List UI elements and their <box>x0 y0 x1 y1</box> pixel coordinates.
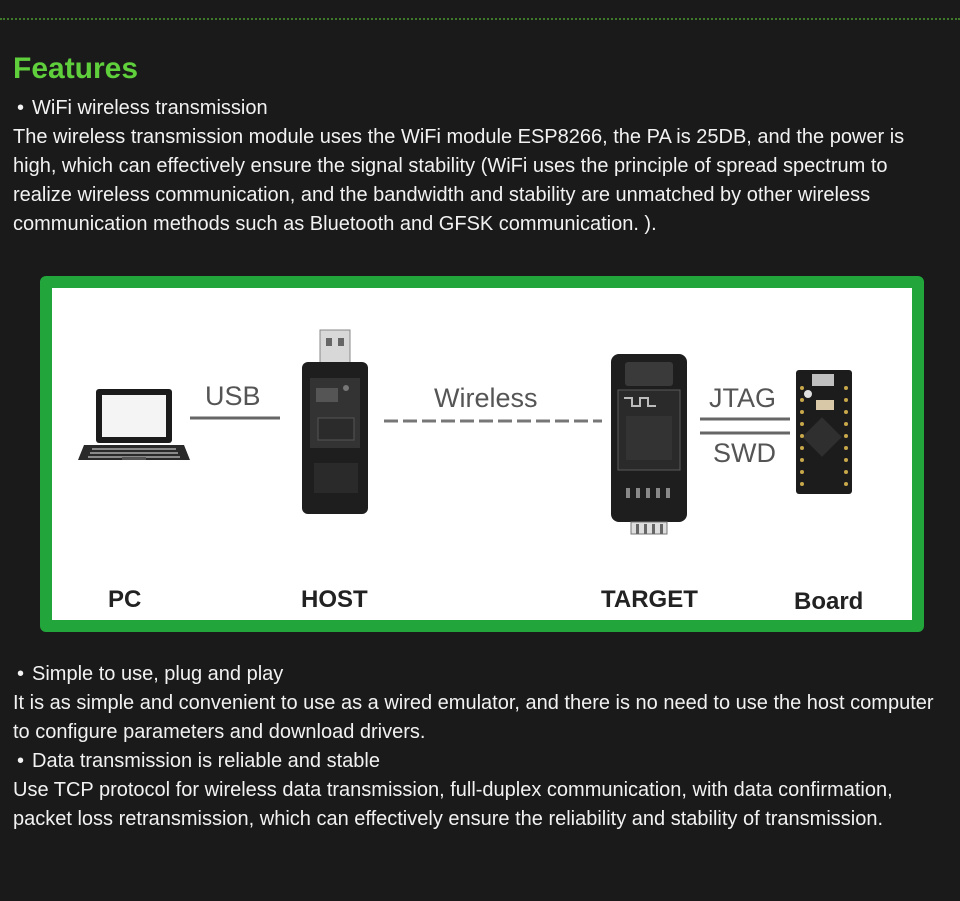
feature-3-text: Use TCP protocol for wireless data trans… <box>13 779 893 830</box>
usb-dongle-icon <box>302 329 368 514</box>
dev-board-icon <box>796 370 852 494</box>
feature-2-bullet: • Simple to use, plug and play <box>13 660 952 689</box>
feature-3-title: Data transmission is reliable and stable <box>32 750 380 772</box>
host-label: HOST <box>301 586 368 613</box>
jtag-link-label: JTAG <box>709 383 776 413</box>
laptop-icon <box>78 389 190 460</box>
wireless-link-label: Wireless <box>434 383 538 413</box>
pc-label: PC <box>108 586 142 613</box>
feature-1-title: WiFi wireless transmission <box>32 97 268 119</box>
feature-2-text: It is as simple and convenient to use as… <box>13 692 934 743</box>
feature-3-bullet: • Data transmission is reliable and stabl… <box>13 747 952 776</box>
feature-1-bullet: • WiFi wireless transmission <box>13 94 952 123</box>
target-module-icon <box>611 354 687 535</box>
bullet-dot: • <box>17 663 25 685</box>
feature-1-text: The wireless transmission module uses th… <box>13 126 905 235</box>
target-label: TARGET <box>601 586 698 613</box>
feature-2-title: Simple to use, plug and play <box>32 663 284 685</box>
usb-link-label: USB <box>205 381 261 411</box>
top-divider <box>0 18 960 20</box>
connection-diagram: USB Wireless JTAG SWD PC HOST TARGET Boa… <box>40 276 924 632</box>
bullet-dot: • <box>17 750 25 772</box>
features-heading: Features <box>13 52 139 85</box>
board-label: Board <box>794 588 864 615</box>
swd-link-label: SWD <box>713 438 776 468</box>
diagram-graphics <box>78 329 852 535</box>
bullet-dot: • <box>17 97 25 119</box>
